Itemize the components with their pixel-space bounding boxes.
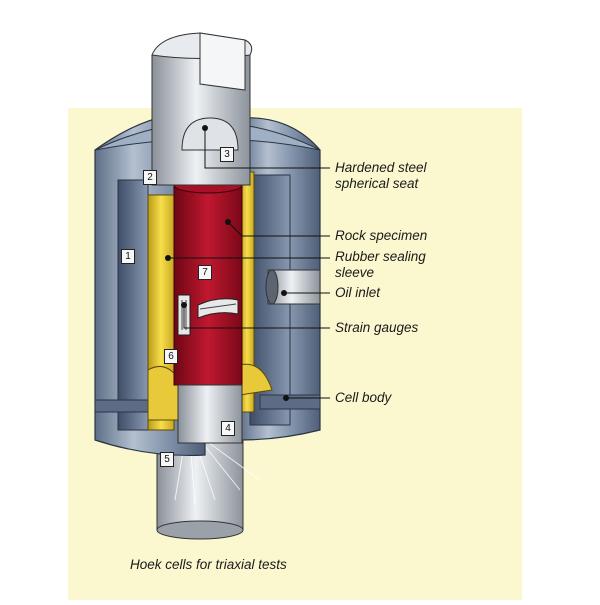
strain-gauge-horizontal <box>197 298 239 319</box>
marker-4: 4 <box>221 421 235 436</box>
cell-body-rim-left <box>94 399 151 413</box>
label-hardened-steel-seat: Hardened steel spherical seat <box>335 160 427 192</box>
label-cell-body: Cell body <box>335 390 392 405</box>
oil-inlet-hole <box>265 269 279 305</box>
label-oil-inlet: Oil inlet <box>335 285 381 300</box>
label-seat-line2: spherical seat <box>335 176 419 191</box>
label-sleeve-line1: Rubber sealing <box>335 249 426 264</box>
marker-6: 6 <box>164 349 178 364</box>
label-rock-specimen: Rock specimen <box>335 228 428 243</box>
label-seat-line1: Hardened steel <box>335 160 427 175</box>
marker-1: 1 <box>121 249 135 264</box>
marker-5: 5 <box>160 452 174 467</box>
label-strain-gauges: Strain gauges <box>335 320 419 335</box>
rock-specimen <box>173 184 243 386</box>
leader-dots <box>165 125 289 401</box>
sleeve-lower-ring-right <box>239 363 273 396</box>
lower-piston-end <box>156 520 244 540</box>
cell-body-rim-right <box>259 394 321 410</box>
figure-caption: Hoek cells for triaxial tests <box>130 557 287 572</box>
leader-lines <box>168 128 330 399</box>
label-sleeve-line2: sleeve <box>335 265 375 280</box>
marker-3: 3 <box>220 147 234 162</box>
piston-top-cut <box>199 32 246 91</box>
marker-7: 7 <box>198 265 212 280</box>
marker-2: 2 <box>143 170 157 185</box>
cell-body-cut-left <box>117 179 149 431</box>
spherical-seat <box>181 117 239 151</box>
label-rubber-sleeve: Rubber sealing sleeve <box>335 249 426 281</box>
